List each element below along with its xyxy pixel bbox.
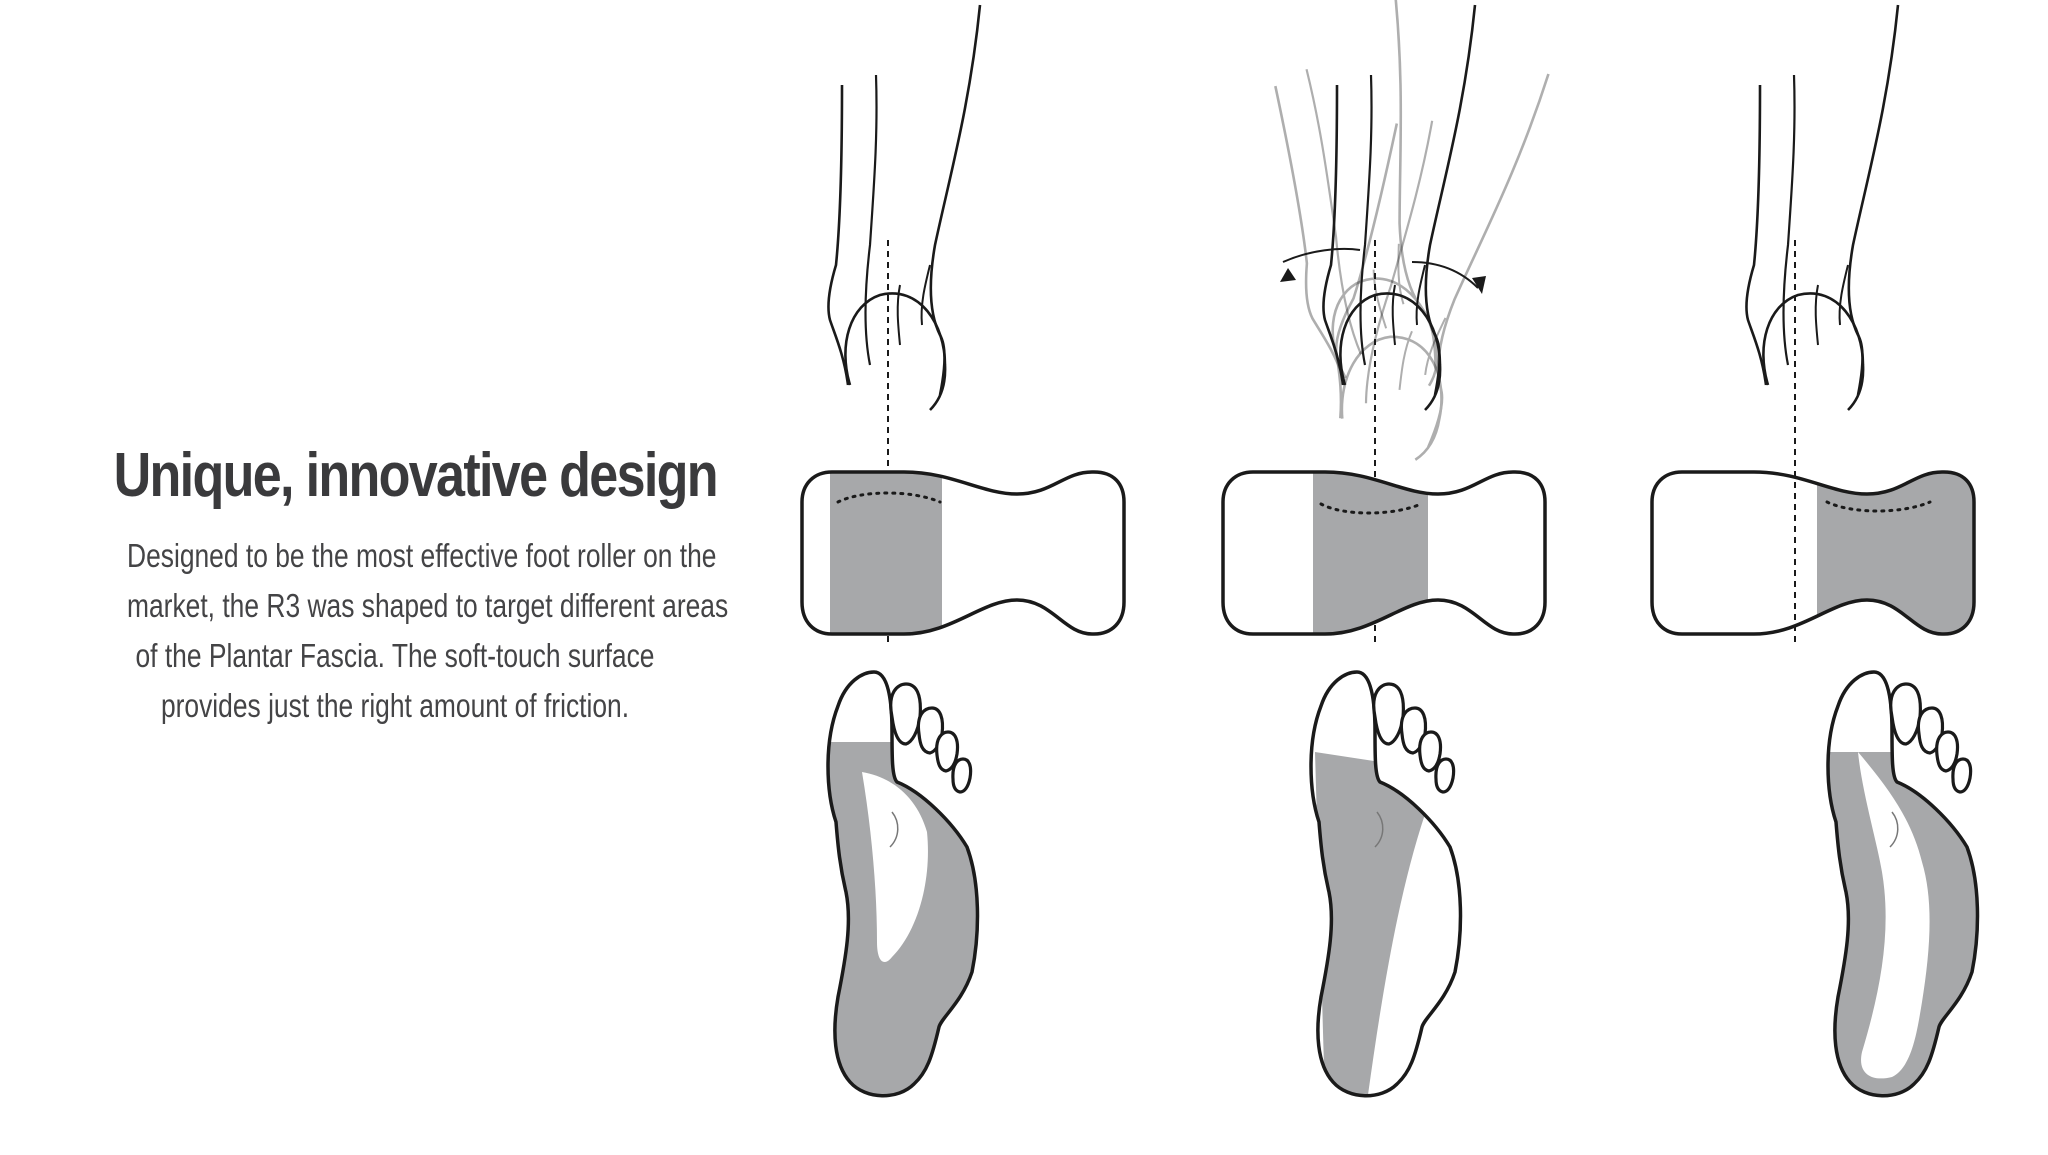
pressure-zone	[1315, 752, 1445, 1096]
foot-sole-icon	[1309, 670, 1463, 1098]
low-contact-zone	[1367, 762, 1461, 1096]
leg-icon	[827, 3, 982, 412]
low-contact-zone	[862, 772, 928, 962]
leg-ghost-right	[1314, 41, 1550, 472]
pressure-zone	[1313, 472, 1428, 634]
description-line: of the Plantar Fascia. The soft-touch su…	[135, 637, 655, 674]
foot-sole-icon	[1826, 670, 1980, 1098]
leg-icon	[1745, 3, 1900, 412]
description-paragraph: Designed to be the most effective foot r…	[127, 531, 729, 731]
panel-left	[800, 3, 1126, 1098]
foot-sole-icon	[826, 670, 980, 1098]
roller-icon	[1221, 470, 1547, 636]
panel-right	[1650, 3, 1980, 1098]
roller-icon	[800, 470, 1126, 636]
roller-icon	[1650, 470, 1976, 636]
panel-center	[1221, 0, 1550, 1098]
rotation-arrows-icon	[1282, 247, 1361, 263]
low-contact-zone	[1858, 752, 1930, 1079]
intro-text-block: Unique, innovative design Designed to be…	[60, 440, 730, 731]
pressure-zone	[830, 472, 942, 634]
page-title: Unique, innovative design	[113, 441, 719, 510]
description-line: market, the R3 was shaped to target diff…	[127, 587, 729, 624]
description-line: provides just the right amount of fricti…	[160, 687, 630, 724]
description-line: Designed to be the most effective foot r…	[127, 537, 717, 574]
pressure-zone	[1817, 472, 1974, 634]
